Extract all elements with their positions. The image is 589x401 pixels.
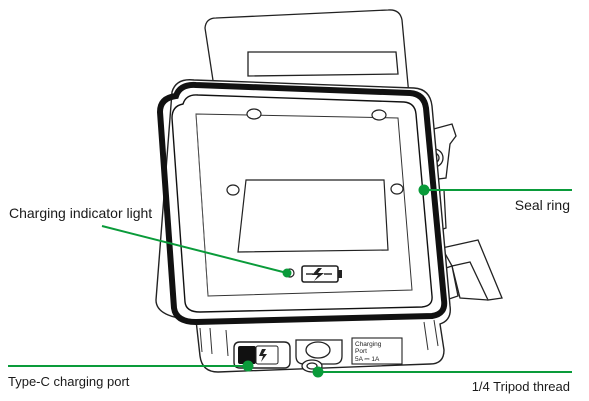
screw-holes (226, 108, 404, 196)
type-c-port-cover (233, 341, 291, 369)
seal-leader-dot (418, 184, 430, 196)
sticker-line-3: 5A ⎓ 1A (355, 356, 380, 363)
label-tripod-thread: 1/4 Tripod thread (471, 379, 570, 394)
indicator-leader-line (101, 225, 288, 274)
battery-icon (301, 265, 342, 283)
label-type-c-port: Type-C charging port (8, 374, 130, 389)
inner-panel (237, 179, 389, 253)
label-charging-indicator: Charging indicator light (9, 205, 153, 221)
tripod-leader-dot (312, 366, 324, 378)
charging-port-sticker: Charging Port 5A ⎓ 1A (351, 337, 403, 365)
callout-lines (8, 184, 572, 378)
sticker-line-1: Charging (355, 341, 382, 348)
label-seal-ring: Seal ring (514, 197, 570, 213)
type-c-leader-dot (242, 360, 254, 372)
bottom-ribs (199, 319, 439, 357)
indicator-leader-dot (282, 268, 292, 278)
tripod-mount (295, 339, 343, 373)
sticker-line-2: Port (355, 348, 367, 355)
case-body (155, 79, 451, 373)
